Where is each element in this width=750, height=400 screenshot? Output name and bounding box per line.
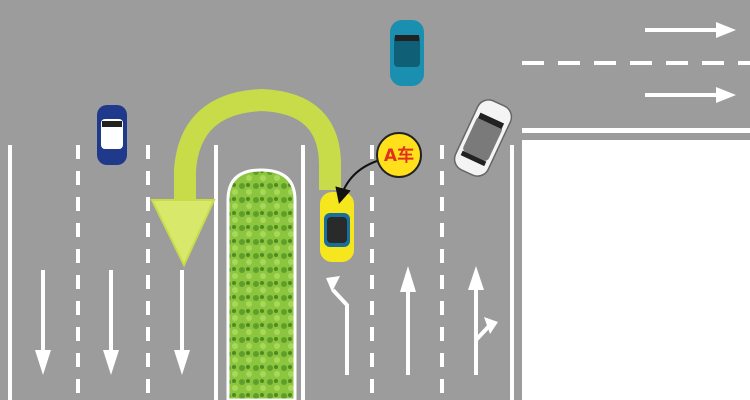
left-turn-straight-arrow-icon xyxy=(326,276,349,375)
sidewalk-corner xyxy=(522,128,750,400)
down-arrow-icon xyxy=(103,270,119,375)
white-car xyxy=(453,99,513,177)
right-arrow-icon xyxy=(645,22,736,38)
straight-right-arrow-icon xyxy=(468,266,498,375)
green-median xyxy=(226,168,297,400)
lane-lines xyxy=(8,145,514,400)
u-turn-arrow-icon xyxy=(150,88,341,268)
straight-arrow-icon xyxy=(400,266,416,375)
blue-car xyxy=(97,105,127,165)
down-arrow-icon xyxy=(174,270,190,375)
right-arrow-icon xyxy=(645,87,736,103)
teal-car xyxy=(390,20,424,86)
car-a-label-text: A车 xyxy=(384,145,414,166)
car-a-label: A车 xyxy=(376,132,422,178)
pointer-arrow xyxy=(335,159,381,204)
down-arrow-icon xyxy=(35,270,51,375)
car-a xyxy=(320,192,354,262)
cross-road-markings xyxy=(522,22,750,103)
